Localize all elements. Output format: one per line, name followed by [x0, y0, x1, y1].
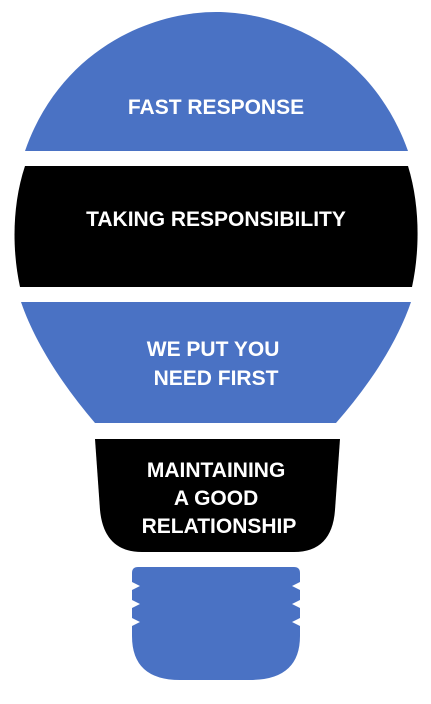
- section-taking-responsibility: [14, 166, 418, 287]
- section-maintaining-relationship: [95, 439, 340, 552]
- label-taking-responsibility: TAKING RESPONSIBILITY: [86, 208, 346, 231]
- label-we-put-you-need-first: WE PUT YOU NEED FIRST: [147, 338, 285, 390]
- label-maintaining-relationship: MAINTAINING A GOOD RELATIONSHIP: [142, 459, 297, 538]
- label-fast-response: FAST RESPONSE: [128, 96, 304, 119]
- section-we-put-you-need-first: [21, 302, 411, 423]
- bulb-screw-base: [132, 567, 300, 680]
- section-fast-response: [25, 12, 408, 151]
